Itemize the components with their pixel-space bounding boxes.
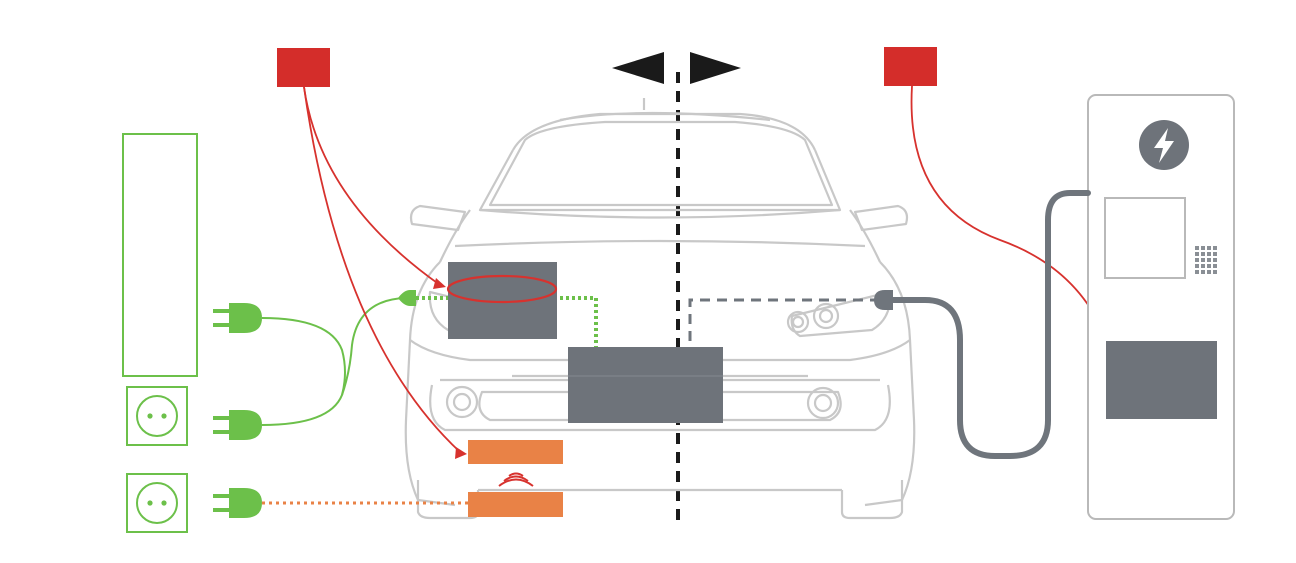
gray-dashed-link bbox=[688, 298, 880, 347]
green-cable-wallbox bbox=[261, 317, 346, 396]
plug-icon bbox=[213, 303, 262, 333]
wireless-transmitter-pad bbox=[468, 492, 563, 517]
station-screen bbox=[1104, 197, 1186, 279]
lightning-bolt-icon bbox=[1139, 120, 1189, 170]
red-arrow-to-charger bbox=[303, 86, 441, 286]
socket-icon bbox=[126, 386, 188, 446]
green-inlet-connector bbox=[398, 290, 416, 306]
red-marker-left bbox=[277, 48, 330, 87]
red-arrow-to-wireless bbox=[303, 86, 461, 453]
red-highlight-charger bbox=[446, 274, 558, 304]
wireless-waves-icon bbox=[498, 472, 534, 487]
green-cable-socket bbox=[261, 297, 406, 426]
arrowhead-icon bbox=[433, 278, 446, 289]
onboard-charger-box bbox=[448, 262, 557, 339]
left-arrow-icon bbox=[612, 52, 664, 84]
wireless-receiver-pad bbox=[468, 440, 563, 464]
plug-icon bbox=[213, 410, 262, 440]
station-power-unit bbox=[1106, 341, 1217, 419]
keypad-icon bbox=[1195, 246, 1217, 274]
red-marker-right bbox=[884, 47, 937, 86]
wallbox-panel bbox=[122, 133, 198, 377]
battery-box bbox=[568, 347, 723, 423]
dc-connector bbox=[874, 290, 893, 310]
dc-charging-cable bbox=[890, 190, 1091, 459]
plug-icon bbox=[213, 488, 262, 518]
socket-icon bbox=[126, 473, 188, 533]
arrowhead-icon bbox=[455, 447, 467, 459]
right-arrow-icon bbox=[690, 52, 741, 84]
